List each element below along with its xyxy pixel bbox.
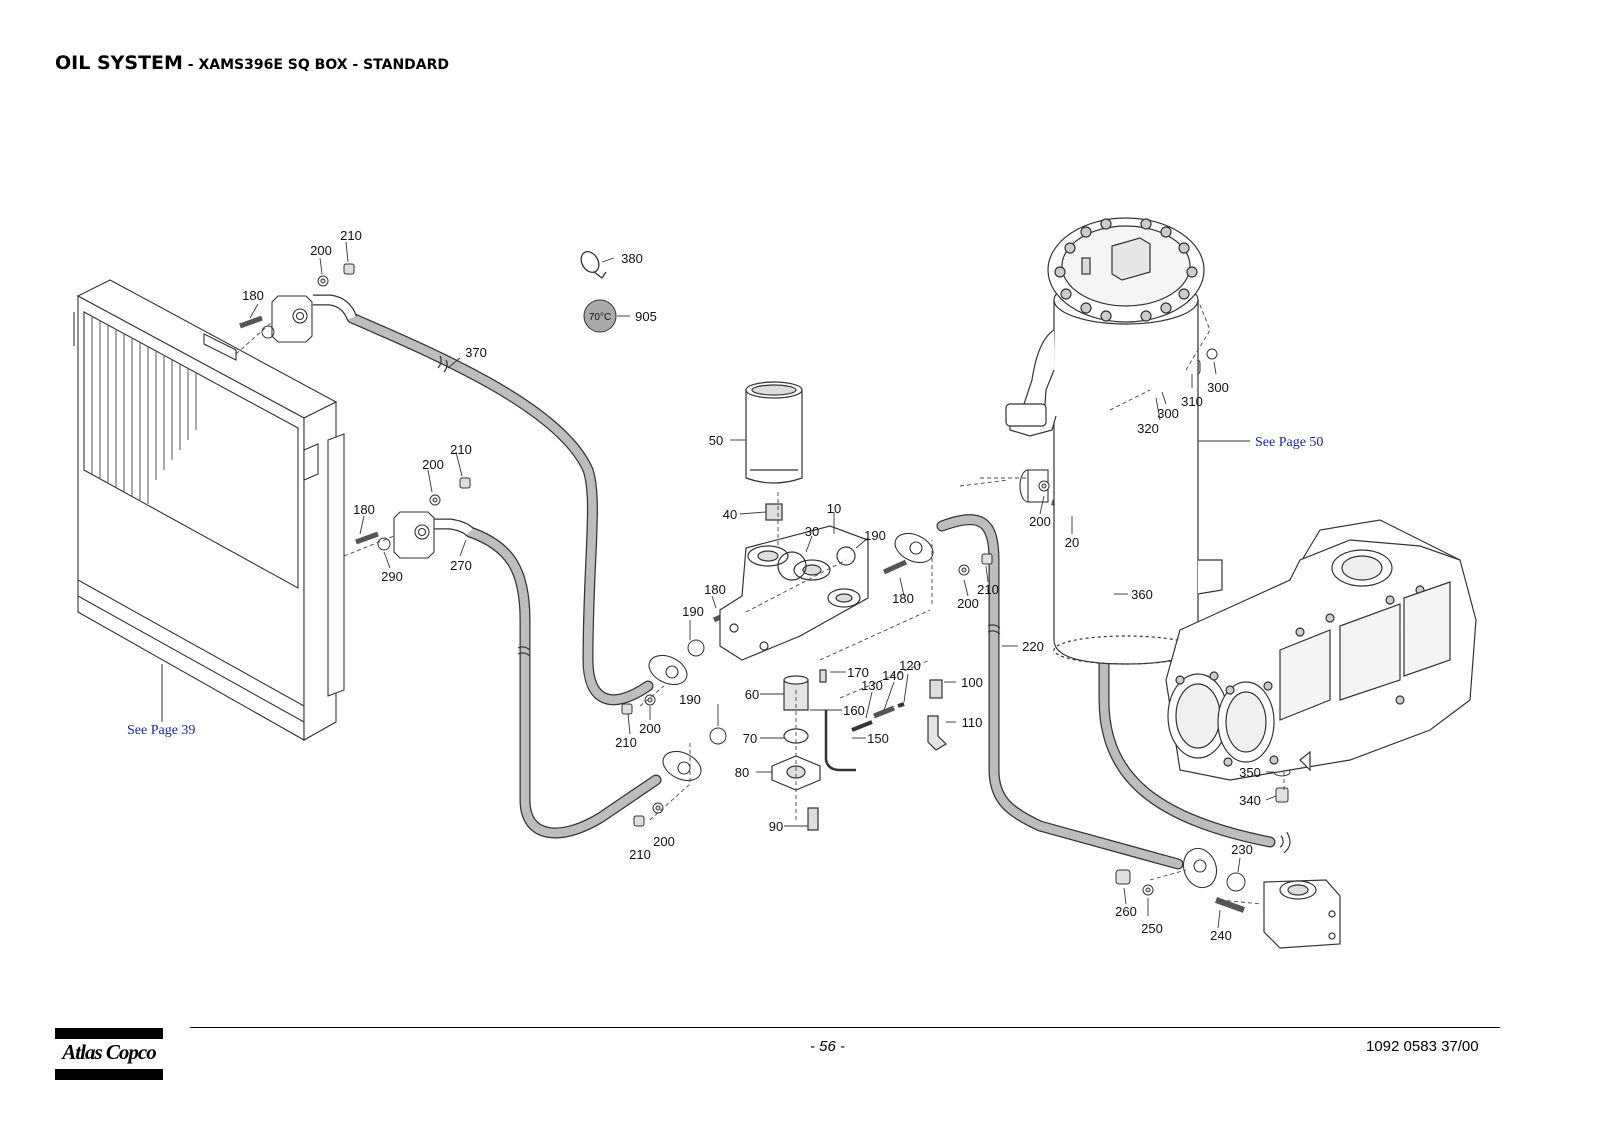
oil-separator-vessel <box>1005 217 1223 665</box>
page-title-sub: - XAMS396E SQ BOX - STANDARD <box>182 57 450 73</box>
callout-190: 190 <box>682 604 704 619</box>
callout-210: 210 <box>615 735 637 750</box>
see-page-50-link[interactable]: See Page 50 <box>1255 435 1323 450</box>
callout-310: 310 <box>1181 394 1203 409</box>
see-page-39-link[interactable]: See Page 39 <box>127 723 195 738</box>
callout-360: 360 <box>1131 587 1153 602</box>
callout-230: 230 <box>1231 842 1253 857</box>
callout-170: 170 <box>847 665 869 680</box>
callout-80: 80 <box>735 765 749 780</box>
callout-50: 50 <box>709 433 723 448</box>
callout-150: 150 <box>867 731 889 746</box>
callout-200: 200 <box>1029 514 1051 529</box>
callout-100: 100 <box>961 675 983 690</box>
callout-210: 210 <box>340 228 362 243</box>
callout-350: 350 <box>1239 765 1261 780</box>
callout-120: 120 <box>899 658 921 673</box>
page-number: - 56 - <box>810 1038 846 1055</box>
callout-40: 40 <box>723 507 737 522</box>
leader-lines <box>249 241 1277 929</box>
hose-220 <box>936 514 1184 870</box>
callout-180: 180 <box>892 591 914 606</box>
footer-divider <box>190 1027 1500 1028</box>
oil-cooler <box>73 279 345 741</box>
callout-20: 20 <box>1065 535 1079 550</box>
callout-260: 260 <box>1115 904 1137 919</box>
callout-300: 300 <box>1207 380 1229 395</box>
callout-300: 300 <box>1157 406 1179 421</box>
atlas-copco-logo: Atlas Copco <box>55 1028 163 1080</box>
callout-190: 190 <box>679 692 701 707</box>
callout-250: 250 <box>1141 921 1163 936</box>
callout-200: 200 <box>422 457 444 472</box>
callout-140: 140 <box>882 668 904 683</box>
callout-200: 200 <box>653 834 675 849</box>
callout-210: 210 <box>450 442 472 457</box>
callout-110: 110 <box>962 715 983 730</box>
callout-70: 70 <box>743 731 757 746</box>
oil-filter-50 <box>745 381 803 521</box>
callout-340: 340 <box>1239 793 1261 808</box>
page-title: OIL SYSTEM - XAMS396E SQ BOX - STANDARD <box>55 52 449 74</box>
callout-270: 270 <box>450 558 472 573</box>
callout-200: 200 <box>310 243 332 258</box>
logo-text: Atlas Copco <box>62 1040 156 1064</box>
callout-180: 180 <box>242 288 264 303</box>
hose-270 <box>432 518 662 839</box>
callout-10: 10 <box>827 501 841 516</box>
callout-320: 320 <box>1137 421 1159 436</box>
thermo-sticker-905: 70°C <box>583 299 617 333</box>
hose-flanges <box>271 295 1218 889</box>
callout-220: 220 <box>1022 639 1044 654</box>
document-number: 1092 0583 37/00 <box>1366 1038 1479 1055</box>
callout-200: 200 <box>957 596 979 611</box>
hose-370 <box>313 294 654 706</box>
page-title-main: OIL SYSTEM <box>55 52 183 74</box>
callout-labels: 210 200 180 370 210 200 180 290 270 380 … <box>242 228 1261 943</box>
hose-clamp-380 <box>580 251 607 279</box>
callout-130: 130 <box>861 678 883 693</box>
callout-905: 905 <box>635 309 657 324</box>
callout-90: 90 <box>769 819 783 834</box>
callout-180: 180 <box>704 582 726 597</box>
callout-60: 60 <box>745 687 759 702</box>
callout-240: 240 <box>1210 928 1232 943</box>
callout-290: 290 <box>381 569 403 584</box>
callout-160: 160 <box>843 703 865 718</box>
filter-housing <box>719 525 869 661</box>
callout-380: 380 <box>621 251 643 266</box>
callout-370: 370 <box>465 345 487 360</box>
assembly-lines <box>235 299 1285 905</box>
callout-180: 180 <box>353 502 375 517</box>
filter-components <box>771 669 947 831</box>
callout-200: 200 <box>639 721 661 736</box>
oil-stop-valve <box>1263 831 1341 949</box>
compressor-element <box>1165 519 1477 781</box>
callout-30: 30 <box>805 524 819 539</box>
thermo-sticker-label: 70°C <box>589 312 611 323</box>
callout-210: 210 <box>629 847 651 862</box>
callout-210: 210 <box>977 582 999 597</box>
callout-190: 190 <box>864 528 886 543</box>
